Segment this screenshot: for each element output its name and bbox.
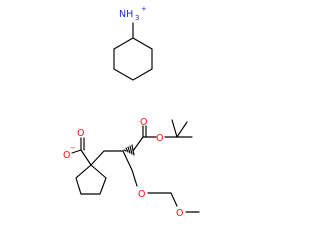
ch2-o1-bond xyxy=(131,169,138,187)
ch2-o2-bond xyxy=(170,192,178,207)
ch-ester-c-bond xyxy=(132,136,144,152)
carboxyl-o-single: O xyxy=(63,150,70,161)
carboxyl-charge: − xyxy=(70,144,76,152)
c-carboxyl-bond xyxy=(80,149,92,166)
ether-o-1: O xyxy=(138,189,145,200)
ch-ch2-ether-bond xyxy=(122,150,133,171)
nh3-label: NH xyxy=(119,9,133,20)
anion-group: O O − O O O xyxy=(63,117,200,219)
cyclohexane-ring xyxy=(113,37,153,81)
stereo-hash-bond xyxy=(123,144,135,156)
tbu-branch-upright xyxy=(176,121,188,138)
nh3-subscript: 3 xyxy=(135,14,139,22)
ester-o-double: O xyxy=(140,117,147,128)
carboxyl-o-double: O xyxy=(77,128,84,139)
quat-c-ch2-bond xyxy=(90,150,105,166)
ether-o-2: O xyxy=(176,208,183,219)
tbu-branch-up xyxy=(171,119,178,138)
carboxyl-c-o-single xyxy=(71,149,82,154)
ester-o-single: O xyxy=(156,133,163,144)
cation-group: NH 3 + xyxy=(113,5,153,81)
cyclopentane-ring xyxy=(75,164,107,195)
structure-diagram: NH 3 + O O − O xyxy=(63,5,200,219)
nh3-charge: + xyxy=(141,5,147,13)
